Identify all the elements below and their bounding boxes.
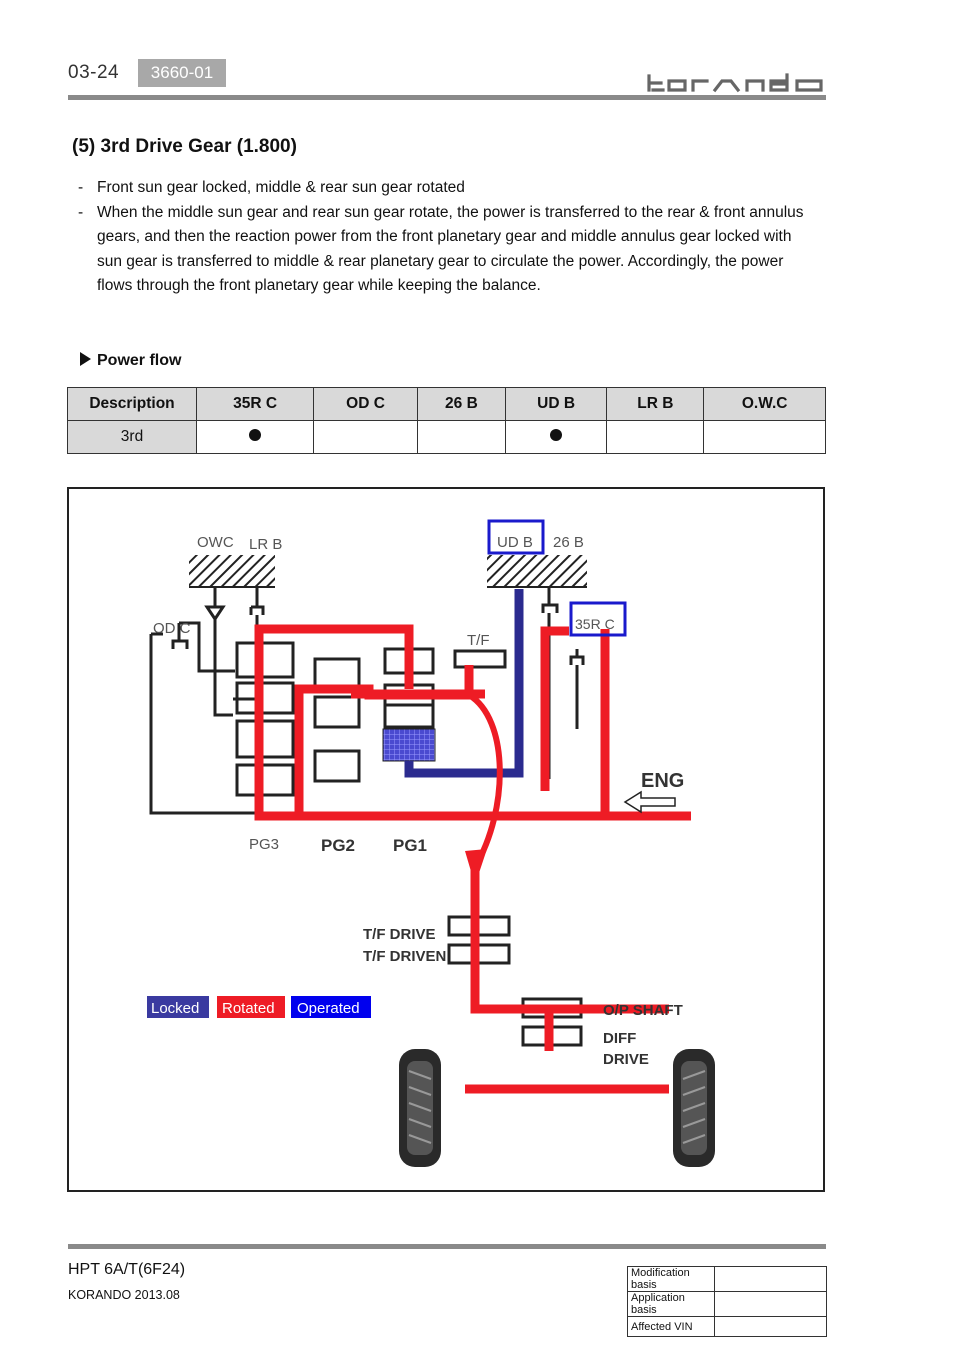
engine-arrow-icon xyxy=(623,790,676,814)
label-udb: UD B xyxy=(497,534,533,551)
list-item: -When the middle sun gear and rear sun g… xyxy=(78,201,818,299)
header-rule xyxy=(68,95,826,100)
bullet-text: Front sun gear locked, middle & rear sun… xyxy=(97,179,465,196)
udb-highlight-box xyxy=(487,519,545,555)
label-drive: DRIVE xyxy=(603,1051,649,1068)
mod-value xyxy=(714,1316,827,1337)
legend-rotated: Rotated xyxy=(222,1000,275,1017)
row-label: 3rd xyxy=(67,420,197,454)
label-tf: T/F xyxy=(467,632,490,649)
engagement-cell xyxy=(195,420,315,454)
modification-table: Modification basis Application basis Aff… xyxy=(627,1266,827,1337)
engagement-cell xyxy=(416,420,506,454)
mod-label: Affected VIN xyxy=(627,1316,715,1337)
tire-right-icon xyxy=(673,1049,715,1167)
label-lrb: LR B xyxy=(249,536,282,553)
locked-sun-gear xyxy=(382,728,436,762)
label-pg1: PG1 xyxy=(393,836,427,855)
publication-date: KORANDO 2013.08 xyxy=(68,1288,180,1302)
r35c-highlight-box xyxy=(569,601,627,637)
label-owc: OWC xyxy=(197,534,234,551)
ground-hatch-left xyxy=(189,555,275,587)
tire-left-icon xyxy=(399,1049,441,1167)
locked-path xyxy=(404,589,524,778)
page-number: 03-24 xyxy=(68,62,120,83)
label-pg3: PG3 xyxy=(249,836,279,853)
description-list: -Front sun gear locked, middle & rear su… xyxy=(78,176,818,299)
mod-label: Modification basis xyxy=(627,1266,715,1292)
label-tf-drive: T/F DRIVE xyxy=(363,926,436,943)
label-op-shaft: O/P SHAFT xyxy=(603,1002,683,1019)
engagement-cell xyxy=(606,420,705,454)
label-tf-driven: T/F DRIVEN xyxy=(363,948,446,965)
power-flow-table: Description 35R C OD C 26 B UD B LR B O.… xyxy=(67,387,826,454)
legend-swatch-rotated xyxy=(217,996,285,1018)
legend-swatch-locked xyxy=(147,996,209,1018)
column-header: 26 B xyxy=(416,387,506,421)
footer-rule xyxy=(68,1244,826,1249)
list-item: -Front sun gear locked, middle & rear su… xyxy=(78,176,818,201)
bullet-text: When the middle sun gear and rear sun ge… xyxy=(97,203,804,295)
power-flow-heading: Power flow xyxy=(80,352,181,370)
section-title: (5) 3rd Drive Gear (1.800) xyxy=(72,136,297,157)
table-row: Application basis xyxy=(627,1291,827,1317)
engagement-cell xyxy=(504,420,608,454)
column-header: Description xyxy=(67,387,197,421)
label-eng: ENG xyxy=(641,770,684,792)
table-row: Affected VIN xyxy=(627,1316,827,1337)
legend-operated: Operated xyxy=(297,1000,360,1017)
label-26b: 26 B xyxy=(553,534,584,551)
engaged-dot-icon xyxy=(249,429,262,441)
label-diff: DIFF xyxy=(603,1030,636,1047)
mod-value xyxy=(714,1291,827,1317)
column-header: UD B xyxy=(504,387,608,421)
power-flow-title: Power flow xyxy=(97,352,182,369)
column-header: O.W.C xyxy=(703,387,826,421)
arrow-down-icon xyxy=(465,849,487,885)
legend-swatch-operated xyxy=(291,996,371,1018)
label-35rc: 35R C xyxy=(575,616,615,632)
transmission-model: HPT 6A/T(6F24) xyxy=(68,1261,186,1278)
label-pg2: PG2 xyxy=(321,836,355,855)
power-flow-diagram: OWC LR B UD B 26 B OD C T/F 35R C PG3 EN… xyxy=(67,487,825,1192)
table-row: 3rd xyxy=(67,420,826,454)
table-row: Modification basis xyxy=(627,1266,827,1292)
mod-label: Application basis xyxy=(627,1291,715,1317)
section-code-badge: 3660-01 xyxy=(138,59,226,87)
diagram-svg: OWC LR B UD B 26 B OD C T/F 35R C PG3 EN… xyxy=(147,519,715,1167)
label-odc: OD C xyxy=(153,620,191,637)
diagram-legend: Locked Rotated Operated xyxy=(147,996,371,1018)
column-header: LR B xyxy=(606,387,705,421)
column-header: 35R C xyxy=(195,387,315,421)
column-header: OD C xyxy=(313,387,418,421)
triangle-icon xyxy=(80,352,91,366)
engaged-dot-icon xyxy=(550,429,563,441)
ground-hatch-right xyxy=(487,555,587,587)
table-header-row: Description 35R C OD C 26 B UD B LR B O.… xyxy=(67,387,826,421)
korando-logo xyxy=(647,73,823,93)
mod-value xyxy=(714,1266,827,1292)
engagement-cell xyxy=(703,420,826,454)
engagement-cell xyxy=(313,420,418,454)
legend-locked: Locked xyxy=(151,1000,199,1017)
